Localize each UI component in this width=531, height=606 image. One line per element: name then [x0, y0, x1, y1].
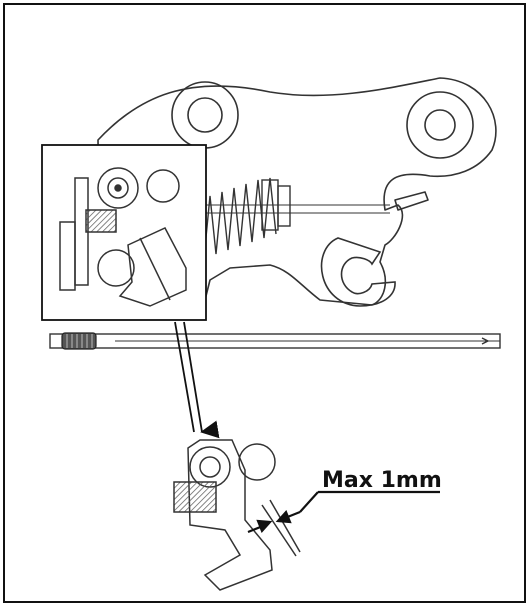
clearance-label: Max 1mm — [322, 468, 442, 493]
pin-boss-right — [406, 91, 474, 159]
knurl-lines — [66, 334, 93, 348]
enlarged-locking-block-hatched — [173, 481, 217, 513]
hook-jaw — [320, 237, 396, 307]
adjustment-rod — [49, 333, 501, 349]
clearance-dimension-arrows — [247, 490, 440, 534]
zoom-leader-lines — [174, 321, 220, 439]
locking-block-hatched — [85, 209, 117, 233]
pin-boss-left — [171, 81, 239, 149]
detail-box — [41, 144, 207, 321]
latch-mechanism-detail — [59, 167, 187, 307]
